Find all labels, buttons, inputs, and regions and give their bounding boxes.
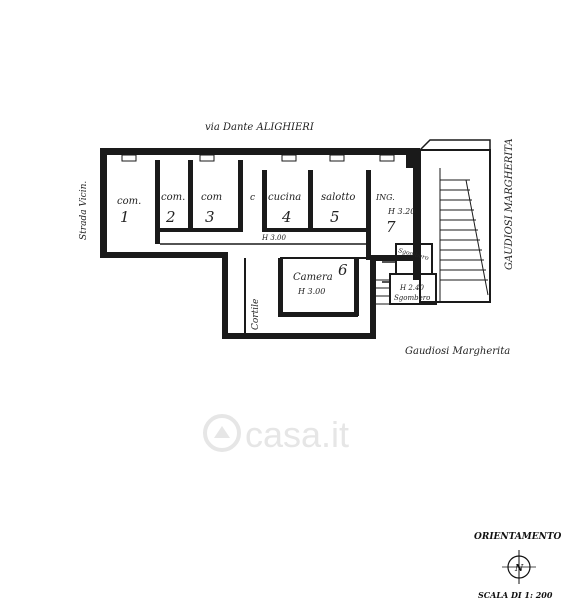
street-top-label: via Dante ALIGHIERI (205, 122, 315, 133)
room-4-name: cucina (268, 192, 301, 203)
compass-title: ORIENTAMENTO (474, 532, 562, 542)
room-2-name: com. (161, 192, 185, 203)
compass-north: N (514, 564, 524, 574)
watermark: casa.it (203, 414, 349, 455)
street-left-label: Strada Vicin. (79, 181, 89, 240)
room-4-number: 4 (281, 208, 292, 226)
small-rooms (382, 243, 437, 305)
sgombero-label: Sgombero (394, 294, 430, 302)
room-5-name: salotto (321, 192, 355, 203)
room-2-number: 2 (165, 208, 176, 226)
street-right-label: GAUDIOSI MARGHERITA (504, 138, 515, 270)
room-1-number: 1 (120, 208, 130, 226)
room-6-name: Camera (293, 272, 333, 283)
room-7-name: ING. (375, 193, 395, 202)
partition-walls (155, 160, 371, 260)
room-1-name: com. (117, 196, 141, 207)
top-windows (121, 154, 395, 162)
height-corridor: H 3.00 (261, 234, 286, 242)
height-ing: H 3.20 (387, 207, 415, 216)
street-bottom-label: Gaudiosi Margherita (405, 346, 510, 357)
compass: ORIENTAMENTO N SCALA DI 1: 200 (474, 532, 562, 600)
room-3-number: 3 (205, 208, 215, 226)
outer-walls (100, 148, 420, 339)
camera-room (278, 258, 359, 317)
side-stairs (376, 279, 390, 305)
room-3-name: com (201, 192, 222, 203)
staircase (419, 139, 491, 303)
cortile-label: Cortile (251, 299, 261, 330)
height-camera: H 3.00 (297, 287, 325, 296)
height-small: H 2.40 (399, 284, 424, 292)
compass-scale: SCALA DI 1: 200 (478, 590, 553, 600)
room-c-name: c (250, 193, 255, 203)
room-6-number: 6 (338, 261, 348, 279)
watermark-text: casa.it (245, 414, 349, 455)
room-7-number: 7 (386, 218, 396, 236)
room-5-number: 5 (330, 208, 340, 226)
